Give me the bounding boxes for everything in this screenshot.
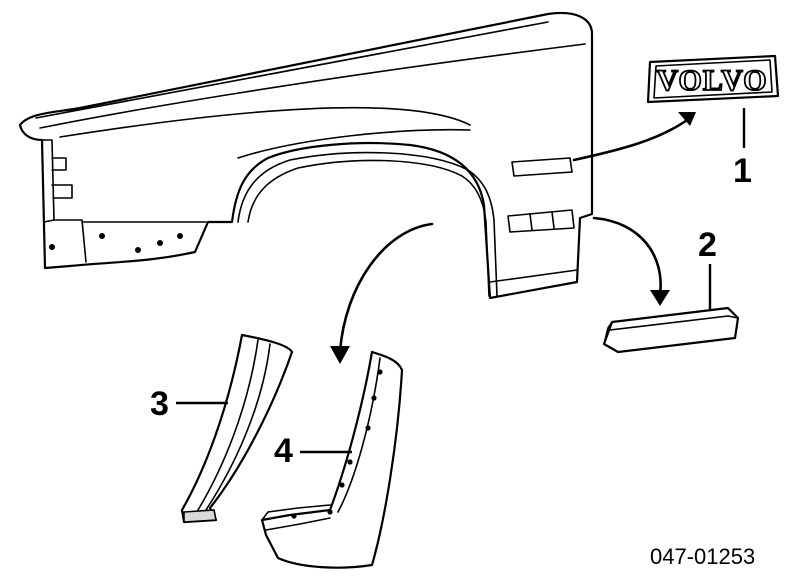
- callout-4-label: 4: [274, 432, 293, 470]
- callout-4: 4: [274, 432, 352, 470]
- volvo-badge: VOLVO: [646, 54, 780, 104]
- callout-3: 3: [150, 385, 228, 423]
- side-moulding: [602, 306, 740, 354]
- callout-2-label: 2: [698, 226, 717, 264]
- callout-1: 1: [733, 108, 752, 190]
- document-number: 047-01253: [650, 544, 755, 569]
- fender-body: [18, 11, 594, 300]
- front-fender: [18, 11, 594, 300]
- callout-3-label: 3: [150, 385, 169, 423]
- side-marker-lamp: [507, 209, 575, 233]
- arrow-to-mudflap: [330, 222, 434, 364]
- volvo-badge-text: VOLVO: [656, 64, 767, 97]
- callout-2: 2: [698, 226, 717, 310]
- arrow-to-badge: [572, 112, 696, 162]
- wheel-arch-trim: [180, 333, 294, 524]
- mud-flap: [260, 350, 404, 569]
- side-marker-recess: [511, 157, 573, 177]
- callout-1-label: 1: [733, 152, 752, 190]
- arrow-to-moulding: [592, 216, 670, 306]
